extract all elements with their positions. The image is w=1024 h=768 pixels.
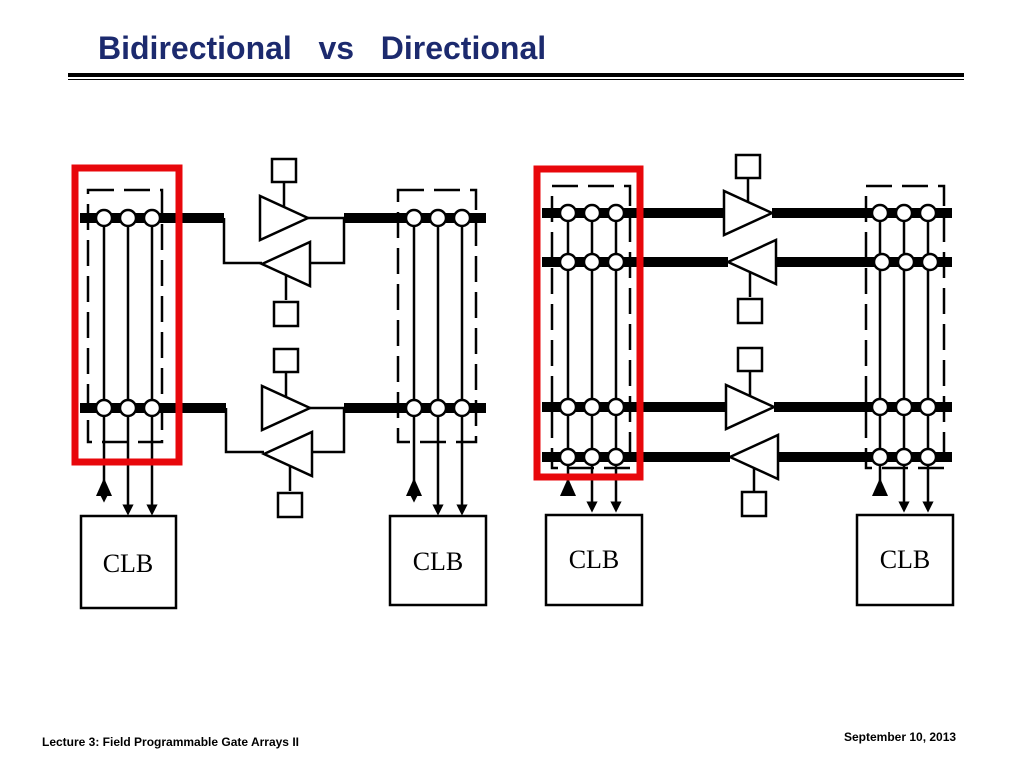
switch-points (558, 203, 940, 467)
input-arrows (560, 478, 888, 496)
buffer-pair-top (222, 157, 346, 328)
bidirectional-panel: CLB CLB (71, 157, 488, 610)
vertical-lines (98, 218, 468, 516)
switch-box-borders (550, 184, 946, 470)
title-rule-thick (68, 73, 964, 77)
highlight-box (71, 164, 183, 466)
input-arrows (96, 478, 422, 496)
clb-label: CLB (569, 545, 620, 574)
clb-boxes (79, 514, 488, 610)
slide-title: Bidirectional vs Directional (98, 30, 547, 66)
directional-buffers (722, 153, 780, 518)
clb-label: CLB (413, 547, 464, 576)
buffer-pair-bottom (224, 347, 346, 519)
switch-points (94, 208, 472, 418)
directional-panel: CLB CLB (533, 153, 955, 607)
clb-label: CLB (880, 545, 931, 574)
clb-boxes (544, 513, 955, 607)
title-rule-thin (68, 79, 964, 80)
footer-date: September 10, 2013 (844, 730, 957, 744)
footer-lecture: Lecture 3: Field Programmable Gate Array… (42, 735, 299, 749)
highlight-box (533, 165, 644, 481)
clb-label: CLB (103, 549, 154, 578)
